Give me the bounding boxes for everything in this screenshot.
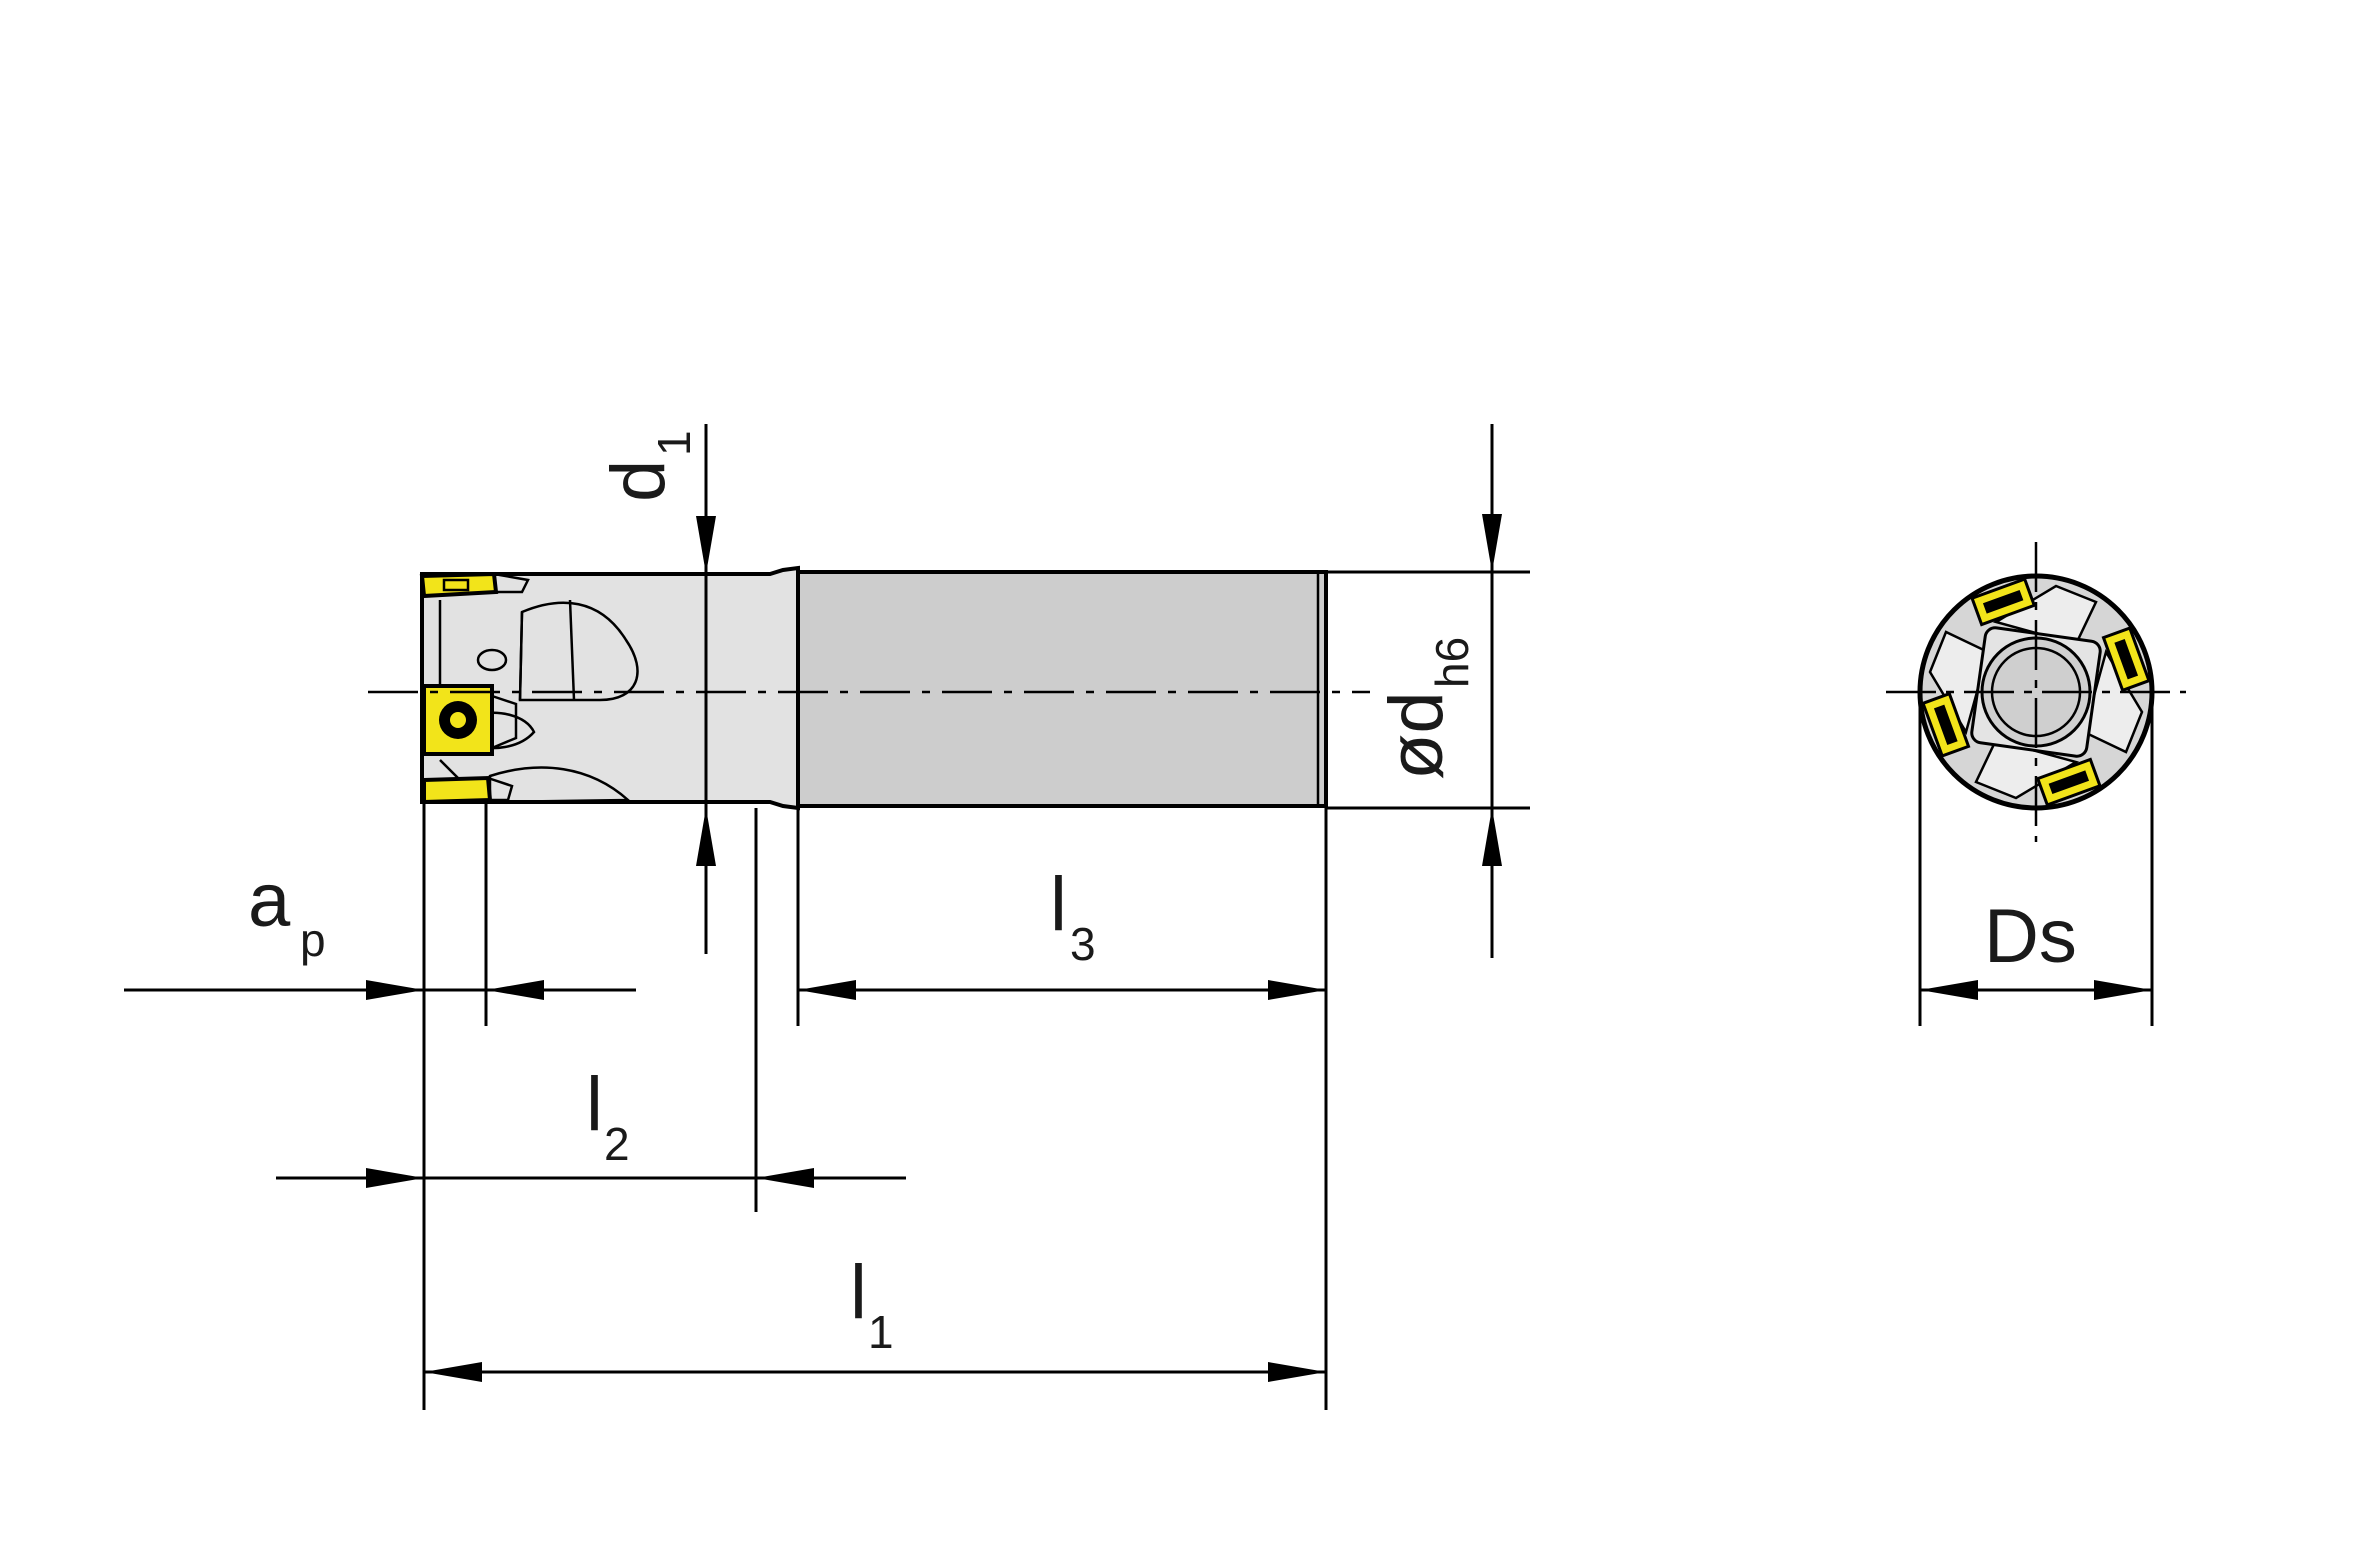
label-ap-sub: p [300, 914, 326, 966]
dh6-arrow-bottom [1482, 808, 1502, 866]
flute-edge-2 [568, 599, 576, 701]
label-d1: d [596, 460, 681, 502]
label-l1: l [850, 1250, 867, 1335]
insert-bottom [422, 775, 493, 805]
ap-arrow-left [366, 980, 424, 1000]
label-dh6: ød [1374, 691, 1459, 780]
d1-arrow-bottom [696, 808, 716, 866]
label-l2-sub: 2 [604, 1118, 630, 1170]
shank [796, 570, 1328, 808]
dimensions: a p l 3 l 2 l 1 d 1 ød h6 [124, 424, 1530, 1410]
insert-top [419, 571, 499, 599]
label-dh6-sub: h6 [1426, 637, 1478, 688]
flute-upper [518, 601, 639, 702]
insert-middle-screw-core [450, 712, 466, 728]
label-d1-sub: 1 [648, 430, 700, 456]
d1-arrow-top [696, 516, 716, 574]
flute-edge-1 [518, 611, 524, 701]
insert-tip [492, 572, 530, 594]
coolant-hole [476, 648, 508, 672]
dh6-arrow-top [1482, 514, 1502, 572]
label-ds: Ds [1984, 894, 2077, 979]
front-pockets [1928, 584, 2144, 800]
insert-middle-holder [490, 694, 518, 750]
insert-top-screw [442, 578, 470, 592]
label-l3-sub: 3 [1070, 918, 1096, 970]
l2-arrow-left [366, 1168, 424, 1188]
label-l1-sub: 1 [868, 1306, 894, 1358]
ap-arrow-right [486, 980, 544, 1000]
front-view [1886, 542, 2186, 842]
label-ap: a [248, 858, 291, 943]
ds-arrow-left [1920, 980, 1978, 1000]
l3-arrow-right [1268, 980, 1326, 1000]
label-l3: l [1050, 862, 1067, 947]
front-inserts [1921, 577, 2151, 807]
l2-arrow-right [756, 1168, 814, 1188]
l3-arrow-left [798, 980, 856, 1000]
side-view [368, 565, 1370, 811]
l1-arrow-right [1268, 1362, 1326, 1382]
insert-bottom-holder [486, 776, 514, 802]
ds-dimension: Ds [1918, 692, 2154, 1026]
flute-lower [488, 766, 632, 804]
l1-arrow-left [424, 1362, 482, 1382]
label-l2: l [586, 1062, 603, 1147]
ds-arrow-right [2094, 980, 2152, 1000]
